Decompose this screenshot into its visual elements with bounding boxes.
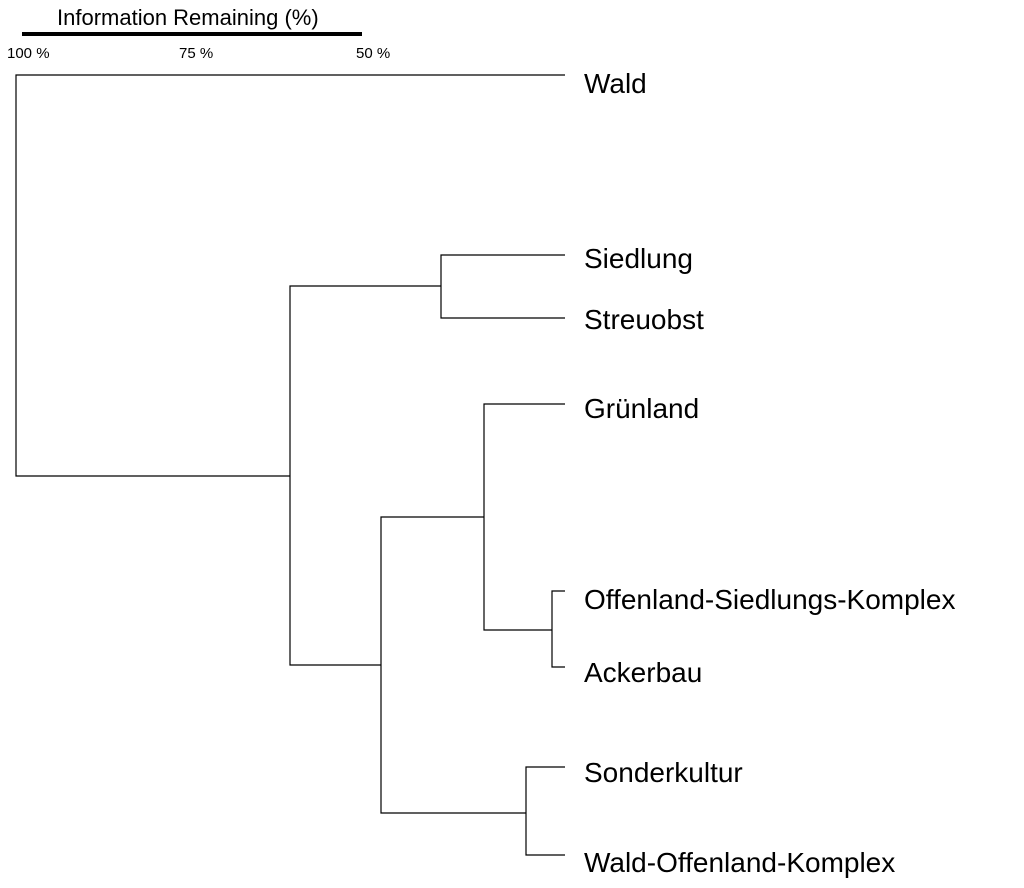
branch-node-a <box>289 285 441 666</box>
tick-label-100: 100 % <box>7 45 50 62</box>
dendrogram-branches <box>15 74 565 856</box>
branch-gruenland <box>483 403 565 631</box>
leaf-label-sonderkultur: Sonderkultur <box>584 757 743 788</box>
leaf-label-ackerbau: Ackerbau <box>584 657 702 688</box>
leaf-label-offenland-siedlungs-komplex: Offenland-Siedlungs-Komplex <box>584 584 955 615</box>
leaf-label-gruenland: Grünland <box>584 393 699 424</box>
leaf-label-wald-offenland-komplex: Wald-Offenland-Komplex <box>584 847 895 878</box>
scale-title: Information Remaining (%) <box>57 5 319 30</box>
branch-root <box>15 74 565 477</box>
leaf-label-streuobst: Streuobst <box>584 304 704 335</box>
branch-sonderkultur-waldoffenland <box>525 766 565 856</box>
tick-label-75: 75 % <box>179 45 213 62</box>
branch-offenland-ackerbau <box>551 590 565 668</box>
leaf-label-siedlung: Siedlung <box>584 243 693 274</box>
branch-node-b <box>380 516 526 814</box>
tick-label-50: 50 % <box>356 45 390 62</box>
leaf-label-wald: Wald <box>584 68 647 99</box>
branch-siedlung-streuobst <box>440 254 565 319</box>
